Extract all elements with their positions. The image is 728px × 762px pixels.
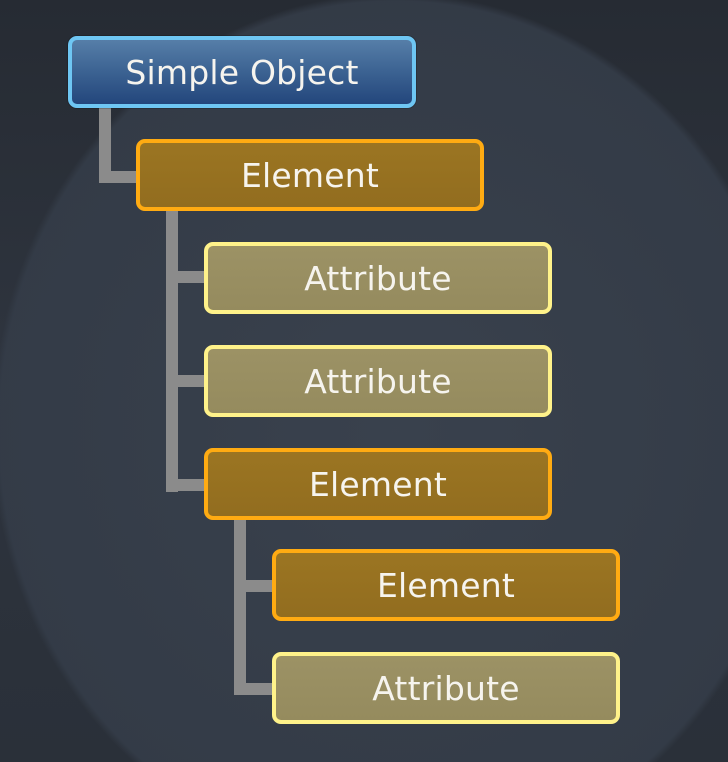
connector-root-horizontal: [99, 171, 141, 183]
connector-root-vertical: [99, 104, 111, 182]
root-node-label: Simple Object: [125, 52, 359, 92]
connector-element1-element2: [166, 479, 210, 491]
attribute-node-label: Attribute: [304, 258, 452, 298]
connector-element1-vertical: [166, 206, 178, 492]
element-node-label: Element: [376, 565, 516, 605]
attribute-node: Attribute: [204, 345, 552, 417]
element-node: Element: [272, 549, 620, 621]
element-node: Element: [204, 448, 552, 520]
root-node-simple-object: Simple Object: [68, 36, 416, 108]
attribute-node-label: Attribute: [372, 668, 520, 708]
attribute-node: Attribute: [272, 652, 620, 724]
attribute-node-label: Attribute: [304, 361, 452, 401]
element-node-label: Element: [308, 464, 448, 504]
connector-element2-vertical: [234, 515, 246, 694]
attribute-node: Attribute: [204, 242, 552, 314]
connector-element1-attr2: [166, 375, 210, 387]
connector-element1-attr1: [166, 271, 210, 283]
connector-element2-attr3: [234, 683, 278, 695]
element-node: Element: [136, 139, 484, 211]
connector-element2-element3: [234, 580, 278, 592]
element-node-label: Element: [240, 155, 380, 195]
